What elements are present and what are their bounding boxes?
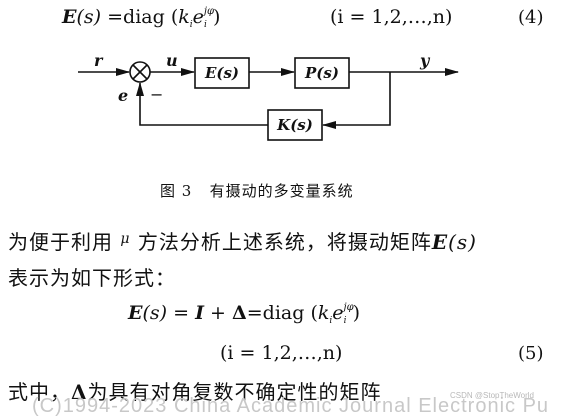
eq5-number: (5): [518, 343, 544, 364]
final-text-line: 式中，Δ为具有对角复数不确定性的矩阵: [8, 376, 382, 405]
final-suffix: 为具有对角复数不确定性的矩阵: [87, 380, 382, 404]
eq5-equals2: =: [246, 302, 263, 324]
label-y: y: [419, 51, 431, 70]
mu-symbol: μ: [120, 231, 131, 247]
para-text-b: 方法分析上述系统，将摄动矩阵: [137, 230, 432, 254]
para-text-a: 为便于利用: [8, 230, 113, 254]
eq5-close: ): [352, 302, 360, 324]
eq5-range: (i = 1,2,…,n): [220, 342, 343, 364]
eq5-func: diag: [262, 302, 305, 324]
eq5-I: I: [195, 302, 204, 324]
block-K: [267, 109, 323, 141]
eq4-number: (4): [518, 7, 544, 28]
eq4-e: e: [192, 6, 204, 28]
eq5-plus: +: [210, 302, 226, 324]
feedback-right: [322, 72, 391, 129]
label-minus: −: [150, 85, 163, 104]
eq4-k: k: [178, 6, 190, 28]
eq5-open: (: [310, 302, 318, 324]
eq5-equals: =: [173, 302, 190, 324]
eq4-arg: (s): [76, 6, 102, 28]
eq5-i-sub: i: [329, 316, 333, 326]
eq5-phi-sub: i: [343, 316, 347, 326]
eq4-func: diag: [123, 6, 165, 28]
eq4-j-sup: jφ: [203, 6, 214, 17]
block-E: [194, 57, 250, 89]
paragraph-line-1: 为便于利用 μ 方法分析上述系统，将摄动矩阵E(s): [8, 226, 477, 255]
eq4-phi-sub: i: [204, 20, 207, 30]
eq4-close: ): [212, 6, 221, 28]
summing-junction: [129, 61, 151, 83]
block-diagram: r u y e − E(s) P(s) K(s): [78, 51, 459, 141]
eq5-arg: (s): [142, 302, 168, 324]
para-s: (s): [448, 230, 477, 254]
eq5-delta: Δ: [231, 302, 247, 324]
eq4-open: (: [170, 6, 179, 28]
equation-4: E(s) =diag (kiejφi ): [62, 6, 221, 30]
equation-5: E(s) = I + Δ=diag (kiejφi ): [128, 302, 360, 326]
paragraph-line-2: 表示为如下形式：: [8, 266, 176, 290]
eq5-j-sup: jφ: [343, 302, 354, 313]
block-P-label: P(s): [304, 64, 339, 82]
figure-caption: 图 3 有摄动的多变量系统: [160, 180, 354, 201]
eq5-lhs: E: [128, 302, 143, 324]
eq5-e: e: [332, 302, 344, 324]
block-E-label: E(s): [204, 64, 239, 82]
label-r: r: [94, 51, 104, 70]
figure-label: 图 3: [160, 182, 193, 200]
block-P: [294, 57, 350, 89]
eq4-i-sub: i: [189, 20, 193, 30]
label-e: e: [118, 86, 128, 105]
eq4-equals: =: [107, 6, 124, 28]
block-K-label: K(s): [276, 116, 313, 134]
eq4-lhs: E: [62, 6, 77, 28]
final-prefix: 式中，: [8, 380, 71, 404]
para-E: E: [431, 230, 449, 254]
feedback-left: [136, 82, 268, 126]
final-delta: Δ: [71, 380, 88, 404]
eq4-range: (i = 1,2,…,n): [330, 6, 453, 28]
eq5-k: k: [317, 302, 330, 324]
label-u: u: [166, 51, 178, 70]
csdn-watermark: CSDN @StopTheWorld: [450, 391, 534, 400]
figure-title: 有摄动的多变量系统: [209, 182, 354, 200]
